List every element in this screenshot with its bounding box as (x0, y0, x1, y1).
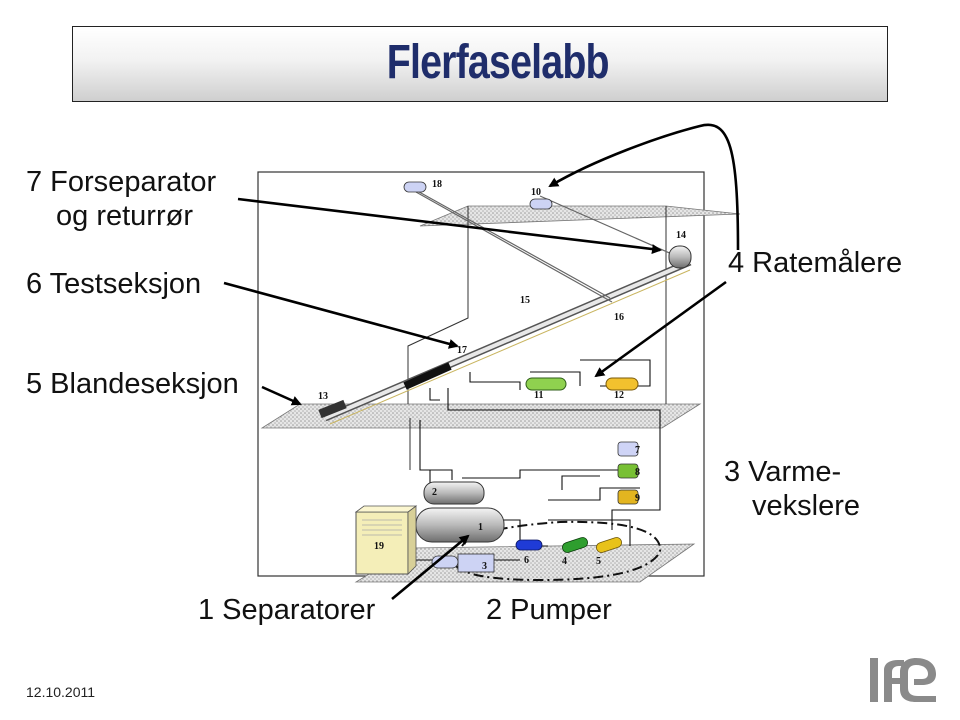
forseparator-vessel (668, 245, 692, 269)
component-number: 12 (614, 390, 624, 401)
arrow-blandeseksjon (261, 385, 302, 406)
separators (415, 481, 505, 543)
label-separatorer: 1 Separatorer (198, 594, 376, 626)
component-numbers: 18 10 14 15 16 17 13 11 12 7 8 9 2 19 3 … (318, 179, 686, 572)
component-number: 13 (318, 391, 328, 402)
slide-title: Flerfaselabb (386, 36, 610, 89)
test-section-pipe (318, 258, 692, 425)
arrow-testseksjon (223, 281, 459, 349)
cabinet-19 (354, 505, 418, 575)
label-forseparator-line2: og returrør (56, 200, 193, 232)
component-number: 9 (635, 493, 640, 504)
arrow-ratemalere-bottom (594, 280, 727, 378)
component-number: 14 (676, 230, 686, 241)
component-number: 5 (596, 556, 601, 567)
label-pumper: 2 Pumper (486, 594, 612, 626)
label-varmevekslere-line1: 3 Varme- (724, 456, 842, 488)
component-number: 15 (520, 295, 530, 306)
component-number: 19 (374, 541, 384, 552)
ife-logo (870, 658, 936, 702)
tank-3 (457, 553, 495, 573)
flow-meters (525, 377, 639, 391)
component-number: 3 (482, 561, 487, 572)
component-number: 11 (534, 390, 543, 401)
arrow-separatorer (391, 534, 470, 601)
component-number: 18 (432, 179, 442, 190)
component-number: 10 (531, 187, 541, 198)
component-number: 16 (614, 312, 624, 323)
title-bar: Flerfaselabb (72, 26, 888, 102)
pumps (515, 537, 623, 553)
component-number: 1 (478, 522, 483, 533)
label-varmevekslere-line2: vekslere (752, 490, 860, 522)
component-number: 17 (457, 345, 467, 356)
vessel-10 (529, 198, 553, 210)
slide-date: 12.10.2011 (26, 684, 96, 700)
label-testseksjon: 6 Testseksjon (26, 268, 202, 300)
label-blandeseksjon: 5 Blandeseksjon (26, 368, 239, 400)
arrow-ratemalere-top (548, 123, 740, 251)
callout-arrows (223, 123, 740, 601)
component-number: 8 (635, 467, 640, 478)
component-number: 4 (562, 556, 567, 567)
label-ratemalere: 4 Ratemålere (728, 247, 903, 279)
component-number: 7 (635, 445, 640, 456)
heat-exchangers (617, 441, 639, 505)
building-outline (407, 206, 667, 470)
component-number: 6 (524, 555, 529, 566)
return-pipe (411, 187, 691, 303)
upper-floor-plane (419, 205, 741, 227)
vessel-18 (403, 181, 427, 193)
component-number: 2 (432, 487, 437, 498)
arrow-forseparator (237, 197, 662, 255)
label-forseparator-line1: 7 Forseparator (26, 166, 217, 198)
